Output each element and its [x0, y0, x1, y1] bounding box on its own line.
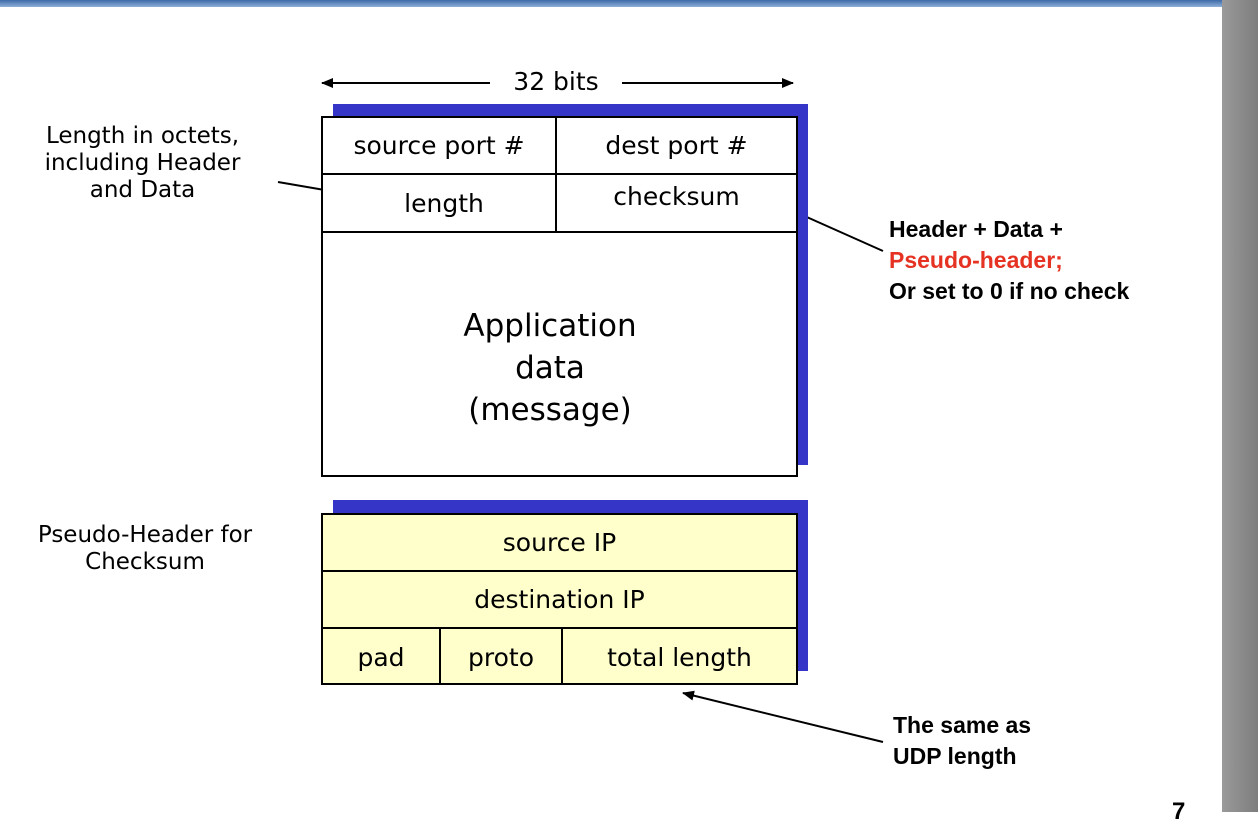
udp-length-note-line-1: The same as: [893, 712, 1032, 738]
app-data-line-2: data: [515, 350, 585, 386]
total-length-field: total length: [607, 642, 752, 672]
pseudo-row-divider-2: [321, 627, 798, 629]
destination-ip-field: destination IP: [474, 585, 645, 614]
udp-length-note: The same as UDP length: [893, 710, 1113, 772]
app-data-line-3: (message): [468, 392, 632, 428]
length-note-line-1: Length in octets,: [45, 123, 240, 149]
pseudo-col-divider-2: [561, 627, 563, 685]
pseudo-header-note: Pseudo-Header for Checksum: [5, 522, 285, 576]
slide-scrollbar[interactable]: [1222, 0, 1258, 812]
checksum-field: checksum: [613, 181, 740, 211]
source-port-field: source port #: [353, 131, 525, 160]
pseudo-col-divider-1: [439, 627, 441, 685]
length-note-line-2: including Header: [44, 150, 241, 176]
udp-segment-box: [321, 116, 798, 477]
length-note-line-3: and Data: [89, 177, 196, 203]
checksum-note-line-3: Or set to 0 if no check: [889, 278, 1130, 304]
checksum-note-line-1: Header + Data +: [889, 216, 1063, 242]
length-note: Length in octets, including Header and D…: [10, 123, 275, 204]
udp-col-divider: [555, 116, 557, 233]
checksum-note: Header + Data + Pseudo-header; Or set to…: [889, 214, 1209, 307]
checksum-note-line-2: Pseudo-header;: [889, 247, 1063, 273]
source-ip-field: source IP: [502, 528, 617, 557]
udp-length-arrow: [682, 690, 884, 743]
proto-field: proto: [468, 642, 534, 672]
pseudo-header-box: [321, 513, 798, 685]
udp-length-note-line-2: UDP length: [893, 743, 1017, 769]
width-label: 32 bits: [513, 67, 599, 96]
udp-row-divider-2: [321, 231, 798, 233]
dest-port-field: dest port #: [605, 131, 748, 160]
pad-field: pad: [357, 642, 405, 672]
pseudo-note-line-1: Pseudo-Header for: [37, 522, 253, 548]
application-data-label: Application data (message): [400, 305, 700, 431]
length-field: length: [404, 188, 484, 218]
slide-top-bar: [0, 0, 1258, 7]
app-data-line-1: Application: [463, 308, 637, 344]
udp-row-divider-1: [321, 173, 798, 175]
pseudo-row-divider-1: [321, 570, 798, 572]
pseudo-note-line-2: Checksum: [85, 549, 205, 575]
